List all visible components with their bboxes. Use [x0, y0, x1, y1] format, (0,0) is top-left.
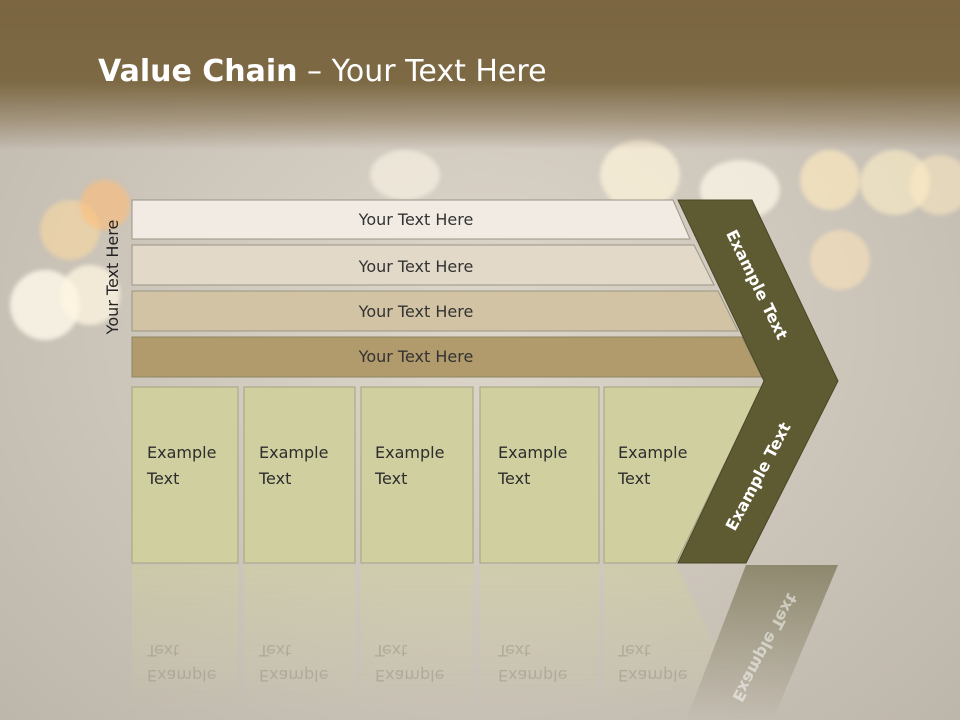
- svg-text:Text: Text: [617, 641, 650, 660]
- box-2: Example Text: [243, 386, 356, 564]
- box-5: Example Text: [603, 386, 763, 564]
- row-3: Your Text Here: [131, 290, 739, 332]
- page-title: Value Chain – Your Text Here: [98, 54, 547, 89]
- svg-text:Example: Example: [147, 666, 216, 685]
- row-4: Your Text Here: [131, 336, 763, 378]
- svg-text:Example: Example: [618, 666, 687, 685]
- svg-text:Example: Example: [259, 666, 328, 685]
- box-2-line2: Text: [258, 469, 291, 488]
- svg-text:Text: Text: [374, 641, 407, 660]
- box-3: Example Text: [360, 386, 474, 564]
- box-1-line2: Text: [146, 469, 179, 488]
- row-2-label: Your Text Here: [358, 257, 474, 276]
- title-bar: [0, 0, 960, 150]
- box-3-line2: Text: [374, 469, 407, 488]
- box-5-line2: Text: [617, 469, 650, 488]
- box-4-line2: Text: [497, 469, 530, 488]
- box-4-line1: Example: [498, 443, 567, 462]
- svg-text:Example: Example: [498, 666, 567, 685]
- svg-text:Example: Example: [375, 666, 444, 685]
- row-4-label: Your Text Here: [358, 347, 474, 366]
- row-1: Your Text Here: [131, 199, 691, 240]
- svg-text:Text: Text: [497, 641, 530, 660]
- box-2-line1: Example: [259, 443, 328, 462]
- box-1-line1: Example: [147, 443, 216, 462]
- row-3-label: Your Text Here: [358, 302, 474, 321]
- box-1: Example Text: [131, 386, 239, 564]
- svg-text:Text: Text: [258, 641, 291, 660]
- reflection: [132, 565, 838, 720]
- box-3-line1: Example: [375, 443, 444, 462]
- svg-text:Text: Text: [146, 641, 179, 660]
- box-4: Example Text: [479, 386, 600, 564]
- box-5-line1: Example: [618, 443, 687, 462]
- row-1-label: Your Text Here: [358, 210, 474, 229]
- row-2: Your Text Here: [131, 244, 715, 286]
